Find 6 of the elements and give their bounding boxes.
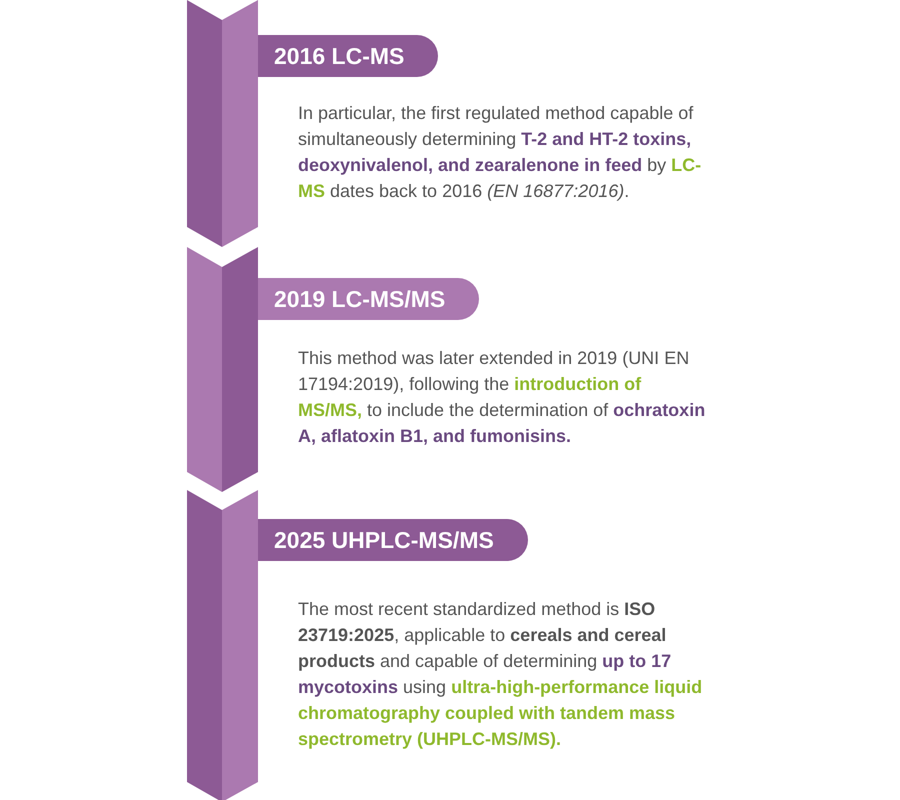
description-text: The most recent standardized method is ISO 23719:2025, applicable to cereals and cereal products and capable of determining up to 17 mycotoxins using ultra-high-performance liquid chromatography coupled with tandem mass spectrometry (UHPLC-MS/MS). xyxy=(298,598,704,751)
description-text: This method was later extended in 2019 (UNI EN 17194:2019), following the introduction of MS/MS, to include the determination of ochratoxin A, aflatoxin B1, and fumonisins. xyxy=(298,347,706,448)
year-banner: 2016 LC-MS xyxy=(258,35,438,77)
year-banner: 2025 UHPLC-MS/MS xyxy=(258,519,528,561)
year-banner: 2019 LC-MS/MS xyxy=(258,278,480,320)
description-text: In particular, the first regulated method capable of simultaneously determining T-2 and HT-2 toxins, deoxynivalenol, and zearalenone in feed by LC-MS dates back to 2016 (EN 16877:2016). xyxy=(298,102,702,203)
